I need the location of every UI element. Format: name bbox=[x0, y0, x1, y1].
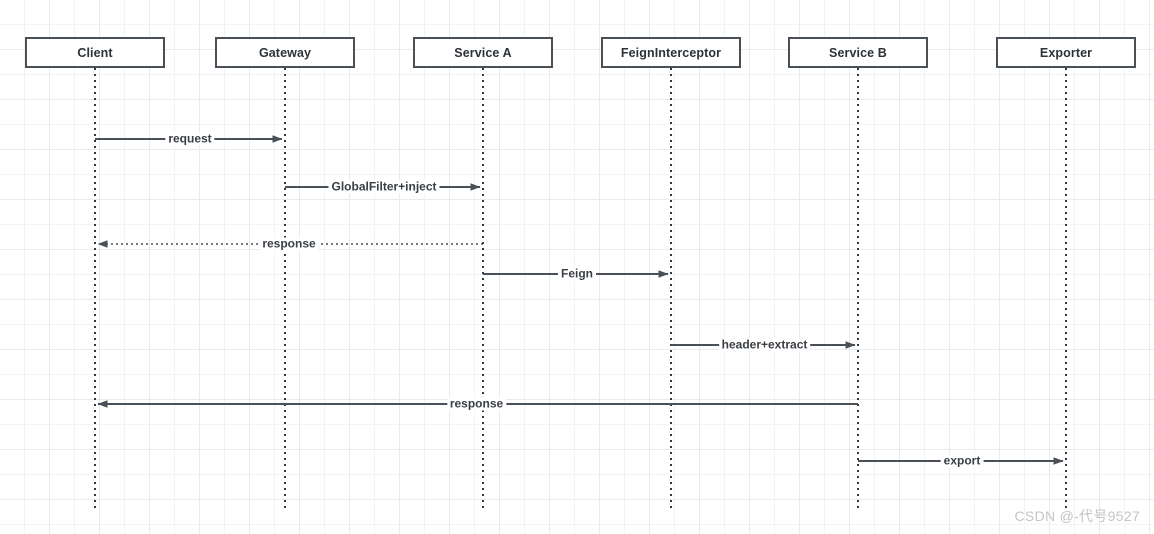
participant-label: Client bbox=[77, 45, 113, 60]
participant-box-feigninterceptor[interactable]: FeignInterceptor bbox=[601, 37, 741, 68]
participant-label: Exporter bbox=[1039, 45, 1093, 60]
message-label-m1: request bbox=[165, 132, 215, 146]
participant-box-service-a[interactable]: Service A bbox=[413, 37, 553, 68]
participant-box-exporter[interactable]: Exporter bbox=[996, 37, 1136, 68]
participant-label: Gateway bbox=[258, 45, 312, 60]
participant-label: Service B bbox=[829, 45, 887, 60]
message-label-m7: export bbox=[940, 454, 984, 468]
watermark: CSDN @-代号9527 bbox=[1014, 508, 1140, 524]
participant-label: Service A bbox=[454, 45, 512, 60]
message-label-m3: response bbox=[259, 237, 319, 251]
message-label-m4: Feign bbox=[558, 267, 596, 281]
participant-box-client[interactable]: Client bbox=[25, 37, 165, 68]
messages-layer bbox=[95, 135, 1064, 465]
lifelines-layer bbox=[94, 68, 1067, 512]
message-label-m2: GlobalFilter+inject bbox=[328, 180, 440, 194]
participant-box-service-b[interactable]: Service B bbox=[788, 37, 928, 68]
participant-box-gateway[interactable]: Gateway bbox=[215, 37, 355, 68]
message-label-m6: response bbox=[446, 397, 507, 411]
message-label-m5: header+extract bbox=[718, 338, 811, 352]
participant-label: FeignInterceptor bbox=[620, 45, 722, 60]
